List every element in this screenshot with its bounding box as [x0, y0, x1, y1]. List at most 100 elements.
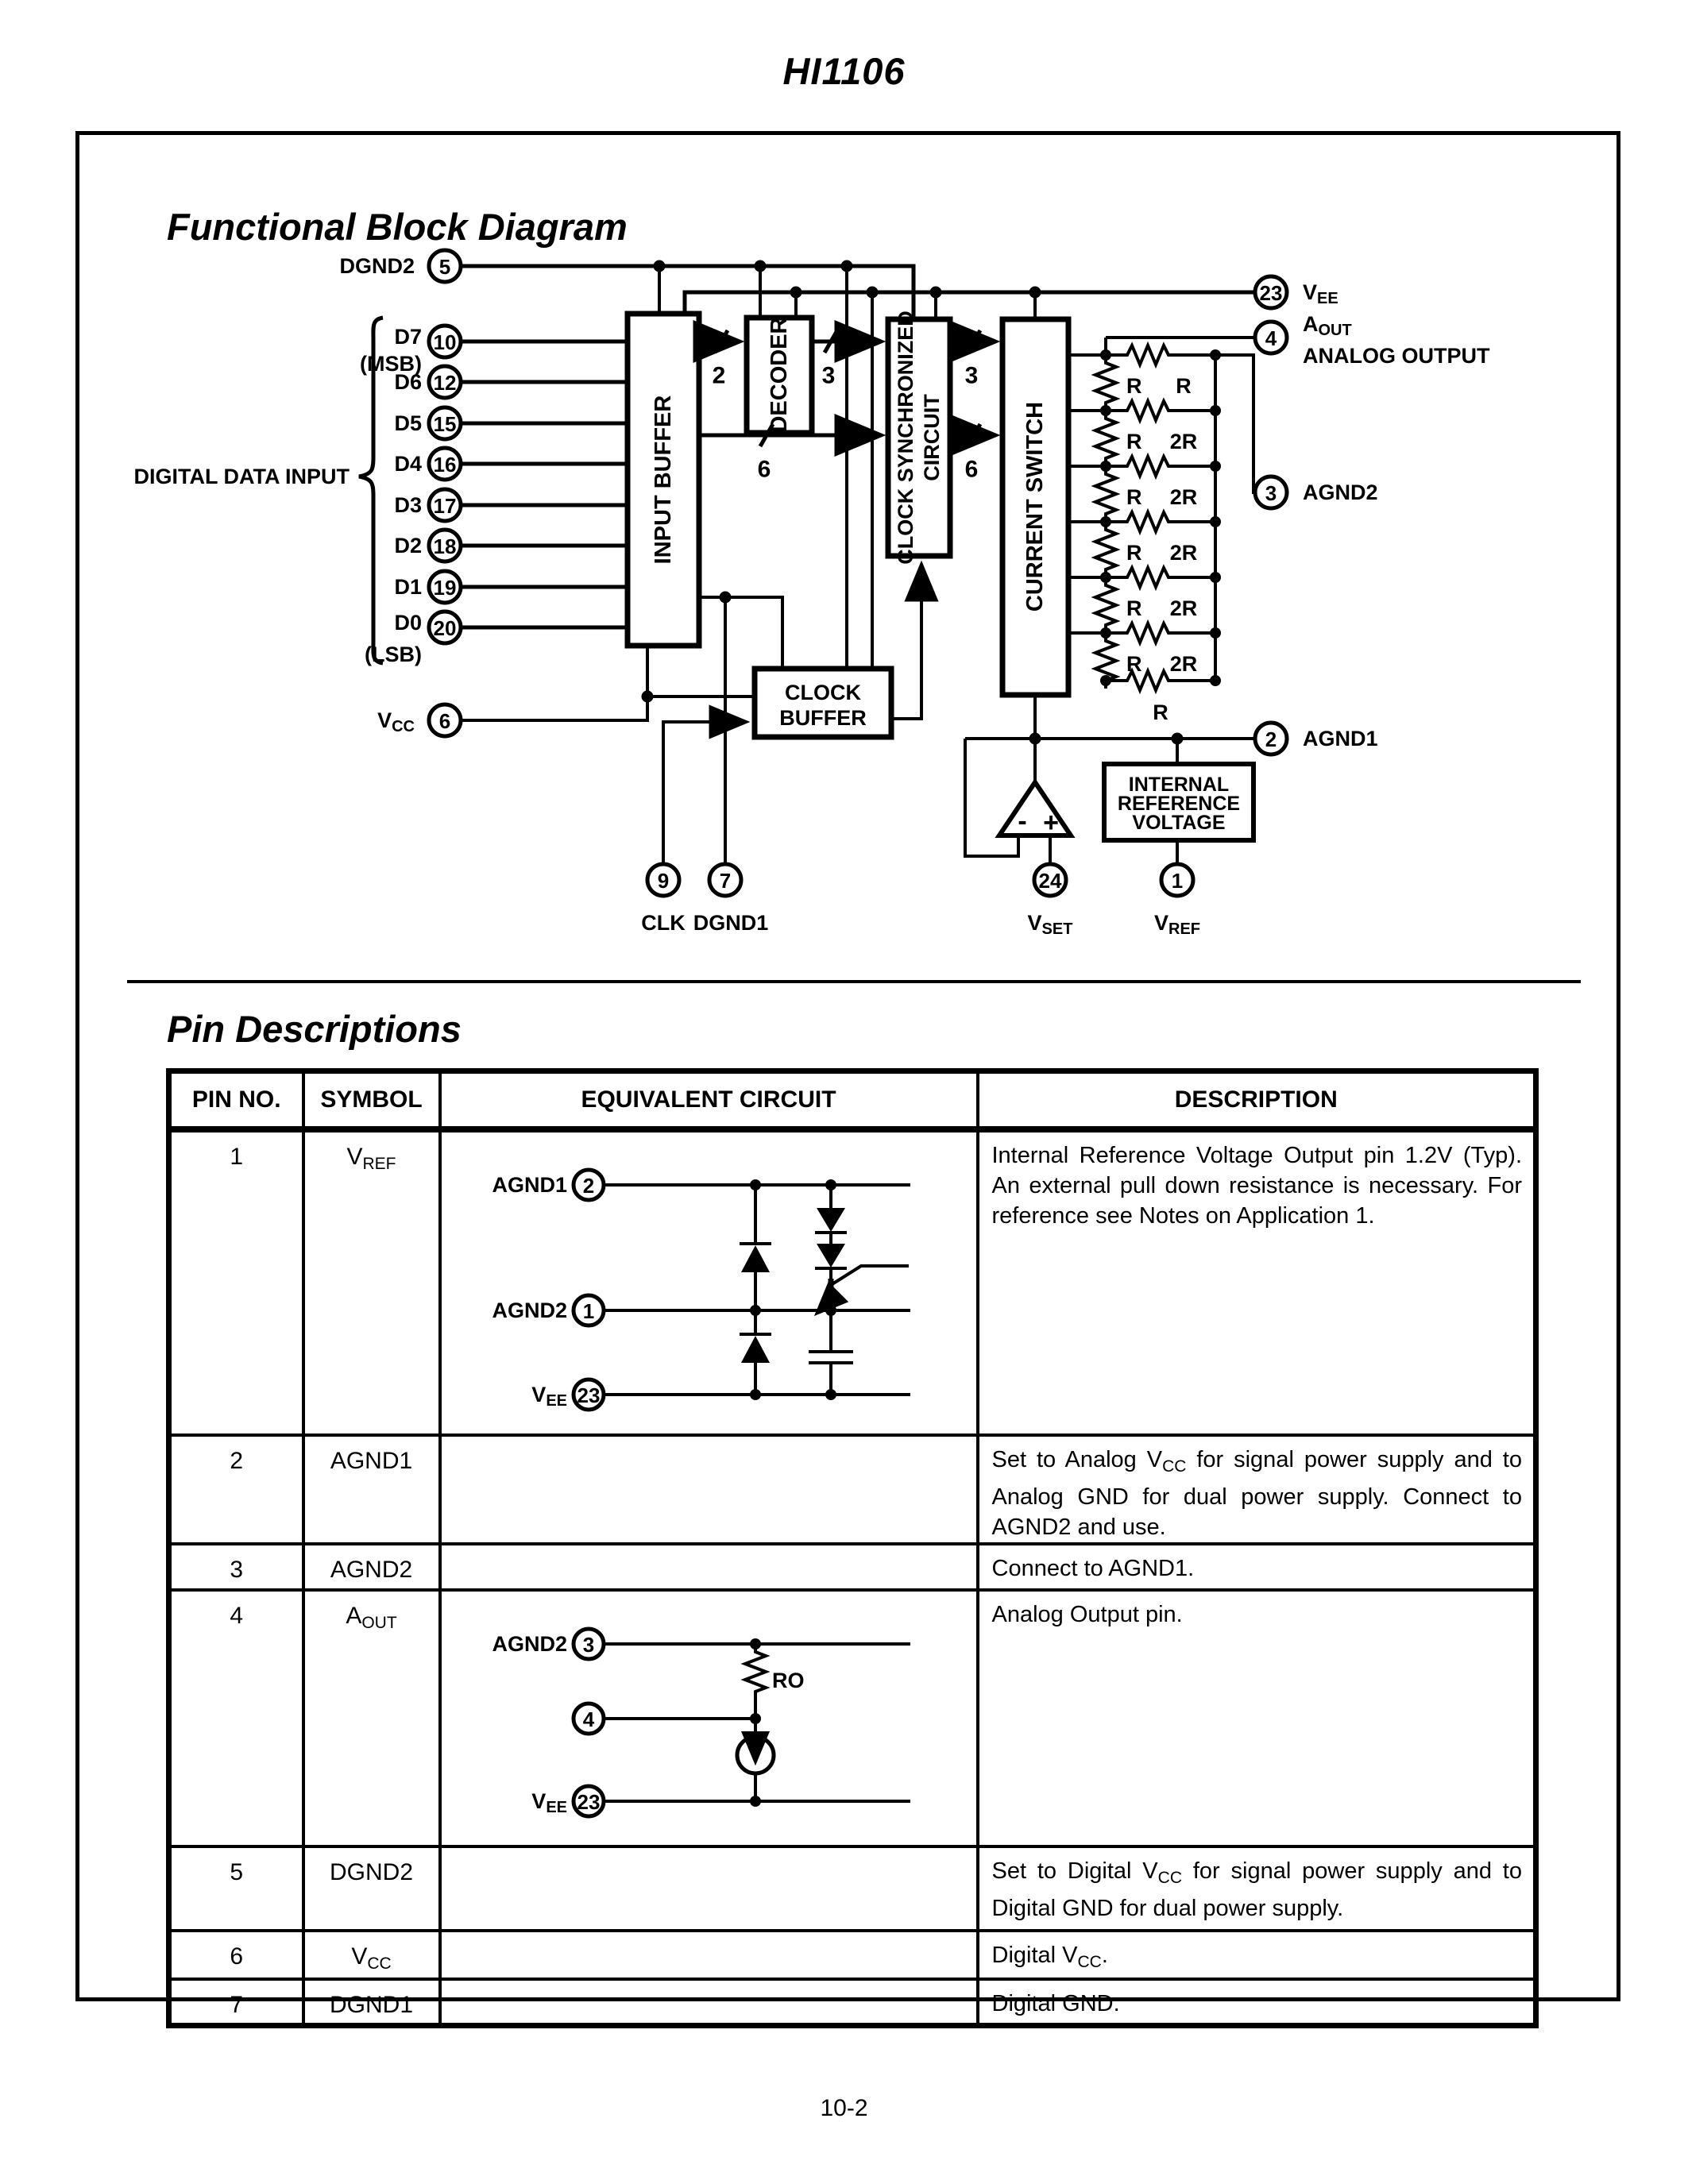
pin-d1-number: 19 — [434, 576, 457, 600]
resistor-v5-label: R — [1126, 596, 1142, 620]
pin-d5-number: 15 — [434, 412, 457, 436]
symbol-cell: AGND1 — [301, 1433, 442, 1545]
equivalent-circuit-cell: AGND2 3 RO 4 — [438, 1588, 979, 1848]
pin-dgnd1: 7 DGND1 — [693, 862, 769, 935]
pin-no-cell: 4 — [167, 1588, 305, 1848]
circuit-vee-number: 23 — [577, 1790, 600, 1814]
pin-aout-number: 4 — [1265, 326, 1277, 350]
table-row-agnd2: 3 AGND2 Connect to AGND1. — [167, 1542, 1538, 1592]
circuit-agnd2-label: AGND2 — [492, 1632, 567, 1656]
resistor-v2-label: R — [1126, 430, 1142, 453]
symbol-cell: AGND2 — [301, 1542, 442, 1592]
circuit-ro-label: RO — [772, 1669, 805, 1692]
int-ref-label-line1: INTERNAL — [1129, 774, 1229, 796]
opamp-plus-sign: + — [1043, 808, 1059, 838]
internal-reference-voltage-block: INTERNAL REFERENCE VOLTAGE 1 VREF — [1102, 739, 1256, 938]
table-row-dgnd2: 5 DGND2 Set to Digital VCC for signal po… — [167, 1845, 1538, 1932]
int-ref-label-line3: VOLTAGE — [1132, 812, 1225, 834]
symbol-cell: DGND1 — [301, 1978, 442, 2028]
description-cell: Connect to AGND1. — [975, 1542, 1538, 1592]
circuit-vee-label: VEE — [531, 1383, 567, 1410]
pin-d2-label: D2 — [394, 534, 422, 558]
pin-d1-label: D1 — [394, 575, 422, 599]
table-row-aout: 4 AOUT AGND2 3 RO 4 — [167, 1588, 1538, 1848]
diode-branch — [739, 1185, 771, 1395]
pin-d3-label: D3 — [394, 493, 422, 517]
pin-vcc-number: 6 — [439, 709, 450, 733]
pin-agnd2: 3 AGND2 — [1215, 353, 1378, 511]
table-header-row: PIN NO. SYMBOL EQUIVALENT CIRCUIT DESCRI… — [167, 1069, 1538, 1133]
resistor-v3-label: R — [1126, 485, 1142, 509]
pin-d2-number: 18 — [434, 534, 457, 558]
r2r-ladder: R R R R R R R 2R 2R 2R 2R 2R R — [1068, 338, 1221, 724]
decoder-block: DECODER — [744, 314, 815, 436]
pin-no-cell: 2 — [167, 1433, 305, 1545]
opamp: - + 24 VSET — [964, 695, 1076, 938]
resistor-h2-label: 2R — [1170, 430, 1198, 453]
section-title-functional-block-diagram: Functional Block Diagram — [167, 206, 628, 248]
pin-dgnd2-number: 5 — [439, 255, 450, 279]
resistor-term-label: R — [1153, 700, 1168, 724]
doc-title: HI1106 — [782, 50, 906, 92]
page-number: 10-2 — [820, 2095, 868, 2121]
table-row-dgnd1: 7 DGND1 Digital GND. — [167, 1978, 1538, 2028]
description-cell: Internal Reference Voltage Output pin 1.… — [975, 1128, 1538, 1437]
resistor-v4-label: R — [1126, 541, 1142, 565]
pin-no-cell: 7 — [167, 1978, 305, 2028]
pin-agnd1-number: 2 — [1265, 727, 1277, 751]
analog-output-label: ANALOG OUTPUT — [1303, 344, 1490, 368]
bus-width-6a: 6 — [758, 457, 771, 483]
pin-d4-number: 16 — [434, 453, 457, 477]
resistor-h3-label: 2R — [1170, 485, 1198, 509]
pin-dgnd2-label: DGND2 — [339, 254, 415, 278]
digital-data-input-label: DIGITAL DATA INPUT — [134, 465, 350, 488]
pin-dgnd2: DGND2 5 — [339, 248, 463, 284]
pin-clk: 9 CLK — [641, 704, 751, 935]
current-switch-block: CURRENT SWITCH — [999, 316, 1072, 698]
diode-transistor-branch — [808, 1185, 909, 1395]
circuit-vee-number: 23 — [577, 1383, 600, 1407]
pin-vset-number: 24 — [1039, 869, 1062, 893]
clock-synchronized-circuit-block: CLOCK SYNCHRONIZED CIRCUIT — [885, 311, 953, 565]
pin-no-cell: 1 — [167, 1128, 305, 1437]
pin-agnd2-number: 3 — [1265, 481, 1277, 505]
description-cell: Digital GND. — [975, 1978, 1538, 2028]
header-pin-no: PIN NO. — [167, 1069, 305, 1133]
pin-no-cell: 6 — [167, 1929, 305, 1981]
clock-buffer-block: CLOCK BUFFER — [699, 560, 939, 864]
resistor-h1-label: R — [1176, 374, 1192, 398]
pin-vref-label: VREF — [1154, 911, 1200, 938]
clock-sync-label-line1: CLOCK SYNCHRONIZED — [894, 311, 917, 565]
pin-vee-number: 23 — [1260, 281, 1283, 305]
functional-block-diagram: DGND2 5 10 12 15 16 17 18 19 20 D7 (MSB)… — [134, 248, 1490, 938]
pin-d7-label: D7 — [394, 325, 422, 349]
description-cell: Set to Analog VCC for signal power suppl… — [975, 1433, 1538, 1545]
resistor-h6-label: 2R — [1170, 652, 1198, 676]
resistor-h5-label: 2R — [1170, 596, 1198, 620]
symbol-cell: VCC — [301, 1929, 442, 1981]
opamp-minus-sign: - — [1018, 806, 1026, 836]
pin-d4-label: D4 — [394, 452, 422, 476]
resistor-v1-label: R — [1126, 374, 1142, 398]
pin-d0-number: 20 — [434, 616, 457, 640]
pin-d0-label: D0 — [394, 611, 422, 635]
pin-clk-label: CLK — [641, 911, 686, 935]
pin-vref-number: 1 — [1172, 869, 1183, 893]
pin-aout: 4 AOUT ANALOG OUTPUT — [1106, 312, 1490, 368]
symbol-cell: DGND2 — [301, 1845, 442, 1932]
circuit-agnd2-label: AGND2 — [492, 1298, 567, 1322]
decoder-label: DECODER — [767, 317, 792, 432]
description-cell: Digital VCC. — [975, 1929, 1538, 1981]
pin-descriptions-table: PIN NO. SYMBOL EQUIVALENT CIRCUIT DESCRI… — [166, 1068, 1539, 2028]
description-cell: Set to Digital VCC for signal power supp… — [975, 1845, 1538, 1932]
table-row-vcc: 6 VCC Digital VCC. — [167, 1929, 1538, 1981]
section-title-pin-descriptions: Pin Descriptions — [167, 1008, 462, 1050]
circuit-agnd1-number: 2 — [582, 1174, 593, 1198]
header-equivalent-circuit: EQUIVALENT CIRCUIT — [438, 1069, 979, 1133]
pin-d3-number: 17 — [434, 494, 457, 518]
pin-aout-label: AOUT — [1303, 312, 1352, 339]
symbol-cell: VREF — [301, 1128, 442, 1437]
equivalent-circuit-cell: AGND1 2 AGND2 1 VEE 23 — [438, 1128, 979, 1437]
pin-dgnd1-label: DGND1 — [693, 911, 769, 935]
